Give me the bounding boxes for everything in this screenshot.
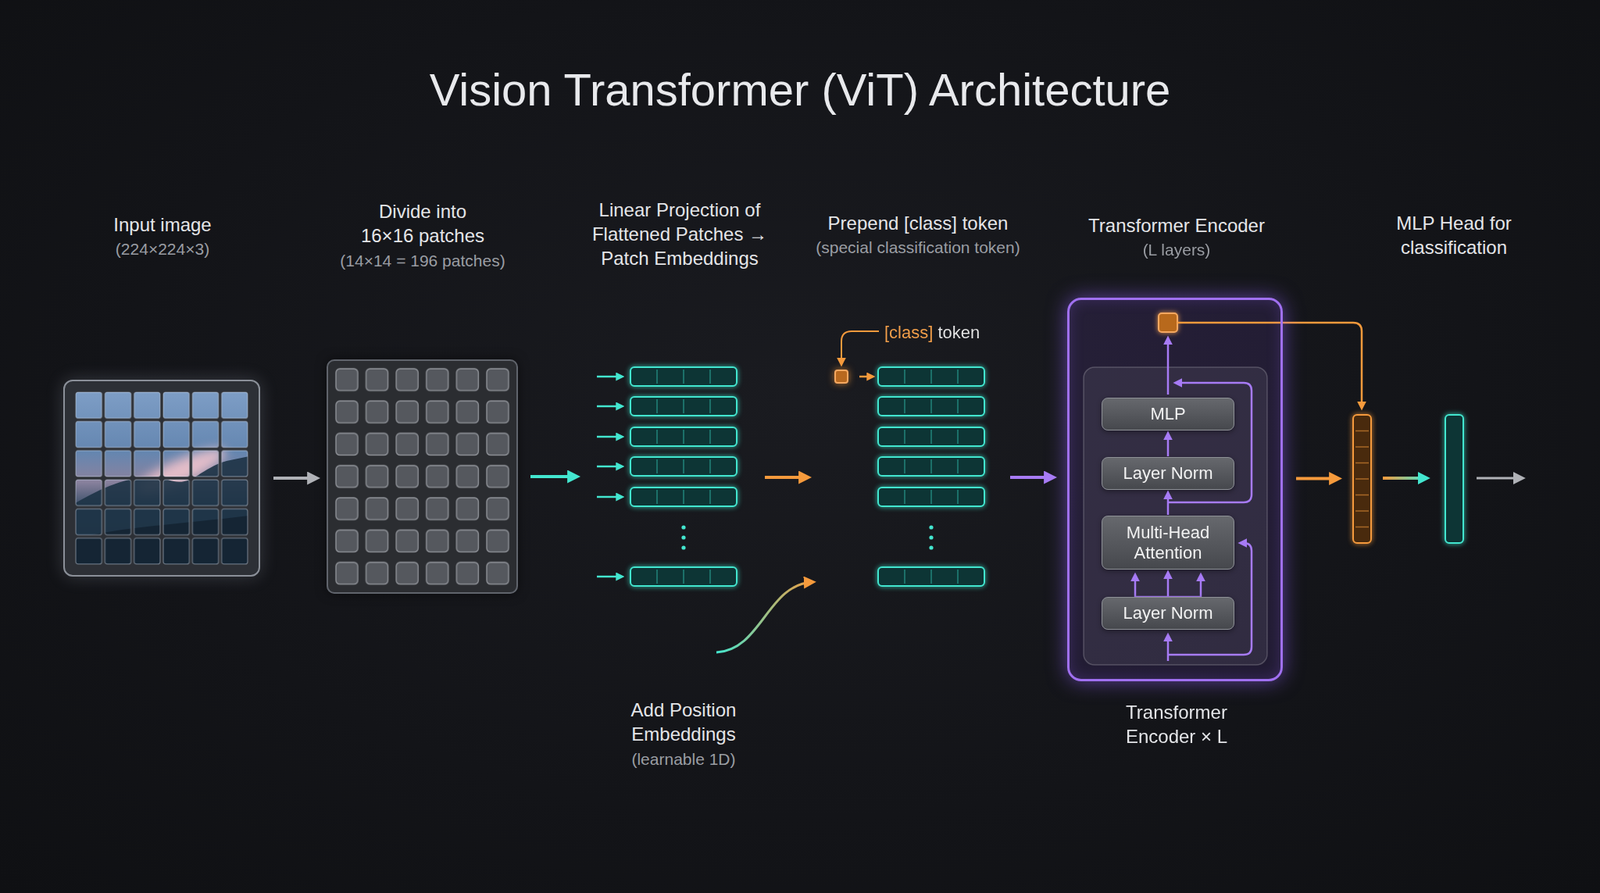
stage-heading: Transformer Encoder: [1051, 213, 1302, 238]
encoder-inner: [1083, 367, 1268, 665]
embedding-bar: [630, 427, 737, 447]
mlp-box: MLP: [1101, 397, 1235, 431]
qkv-arrow: [1134, 575, 1137, 597]
input-arrows: [596, 376, 622, 577]
stage-heading: Divide into 16×16 patches: [352, 199, 493, 248]
stage-subtitle: (special classification token): [777, 236, 1059, 259]
ellipsis-dots: [681, 525, 933, 550]
stage-heading: Input image: [60, 212, 265, 237]
head-arrow: [1382, 476, 1427, 480]
input-arrow: [596, 375, 622, 379]
flow-arrow: [859, 375, 873, 379]
patch-squares: [332, 363, 514, 590]
token-pointer: [841, 331, 879, 365]
flow-arrow: [530, 475, 577, 479]
embedding-bar: [878, 367, 985, 386]
embedding-bar: [630, 457, 737, 476]
dot: [681, 535, 686, 540]
feature-bar: [1353, 414, 1372, 543]
output-arrow: [1167, 338, 1170, 395]
input-arrow: [1167, 635, 1170, 661]
class-route: [1177, 322, 1362, 408]
image-frame: [63, 379, 261, 577]
box-label: Multi-Head Attention: [1102, 522, 1234, 564]
output-bar: [1445, 414, 1464, 543]
class-output: [1158, 313, 1178, 333]
embedding-bar: [878, 567, 985, 586]
grid-frame: [326, 359, 518, 594]
class-token: [class] token: [834, 369, 849, 384]
encoder-fill: [1067, 297, 1283, 682]
diagram-title: Vision Transformer (ViT) Architecture: [0, 62, 1600, 118]
box-label: Layer Norm: [1117, 603, 1220, 624]
dot: [928, 545, 933, 550]
token-stack: Prepend [class] token(special classifica…: [879, 367, 984, 588]
image-picture: [74, 390, 250, 566]
embedding-bar: [878, 487, 985, 507]
box-label: Layer Norm: [1117, 463, 1220, 484]
flow-arrow: [1167, 572, 1170, 597]
patch-grid: Divide into 16×16 patches(14×14 = 196 pa…: [326, 359, 518, 594]
stage-heading: Linear Projection of Flattened Patches →…: [582, 197, 778, 271]
input-arrow: [596, 496, 622, 499]
annotation: (learnable 1D): [597, 748, 770, 771]
norm-box: Layer Norm: [1101, 596, 1235, 630]
dot: [928, 535, 933, 540]
attention-box: Multi-Head Attention: [1101, 515, 1235, 570]
embedding-bar: [878, 427, 985, 447]
position-arrow: [682, 601, 686, 679]
dot: [681, 545, 686, 550]
flow-arrow: [1296, 477, 1339, 481]
stage-heading: Prepend [class] token: [789, 210, 1047, 236]
dot: [681, 525, 686, 529]
embedding-stack: Linear Projection of Flattened Patches →…: [593, 367, 739, 588]
input-arrow: [596, 435, 622, 439]
image-tiles: [74, 390, 250, 566]
encoder-block: Transformer Encoder(L layers)Transformer…: [1067, 297, 1283, 682]
input-arrow: [596, 465, 622, 468]
flow-arrow: [1167, 492, 1170, 515]
flow-arrow: [1167, 433, 1170, 457]
embedding-bars: [630, 367, 985, 586]
embedding-bar: [630, 367, 737, 386]
embedding-bar: [630, 396, 737, 416]
mlp-head: MLP Head for classification: [1343, 410, 1473, 547]
input-arrow: [596, 575, 622, 579]
box-label: MLP: [1143, 403, 1192, 425]
flow-arrow: [1010, 475, 1054, 479]
output-arrow: [1476, 477, 1522, 480]
embedding-bar: [630, 567, 737, 586]
flow-arrow: [273, 476, 317, 480]
stage-heading: Transformer Encoder × L: [1114, 700, 1240, 749]
image-sky: [74, 390, 250, 566]
embedding-bar: [878, 457, 985, 476]
dot: [928, 525, 933, 529]
stage-heading: [class] token: [884, 321, 980, 344]
embedding-bar: [630, 487, 737, 507]
stage-subtitle: (L layers): [1051, 239, 1302, 261]
stage-subtitle: (14×14 = 196 patches): [305, 250, 540, 272]
annotation: Add Position Embeddings: [617, 697, 750, 747]
input-image: Input image(224×224×3): [63, 379, 261, 577]
position-curve: [716, 582, 813, 653]
norm-box: Layer Norm: [1101, 457, 1235, 490]
bar-segments: [1355, 431, 1369, 528]
qkv-arrow: [1200, 575, 1203, 597]
flow-arrow: [764, 475, 808, 479]
stage-heading: MLP Head for classification: [1379, 210, 1529, 260]
embedding-bar: [878, 396, 985, 416]
input-arrow: [596, 405, 622, 408]
stage-subtitle: (224×224×3): [60, 238, 265, 261]
